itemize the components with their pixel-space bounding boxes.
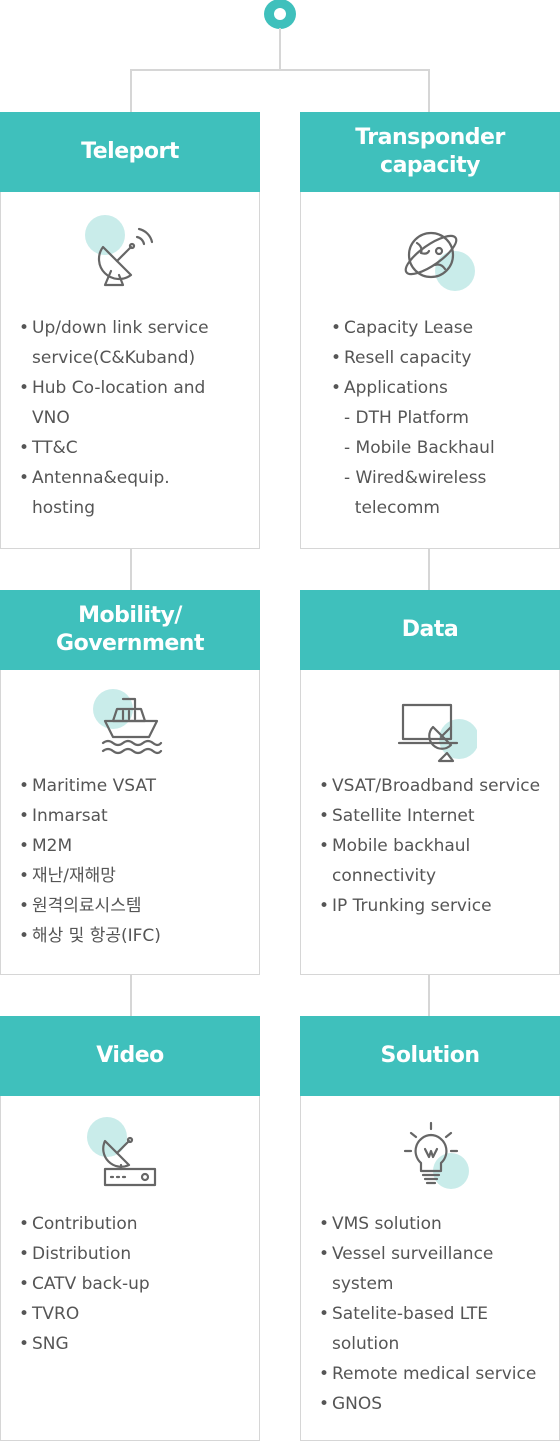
card-header: Solution	[300, 1016, 560, 1096]
list-item: TVRO	[19, 1299, 150, 1329]
mobility-item-list: Maritime VSAT Inmarsat M2M 재난/재해망 원격의료시스…	[19, 771, 161, 951]
connector-right-mid2	[428, 974, 430, 1017]
list-item: Contribution	[19, 1209, 150, 1239]
root-node-dot	[264, 0, 296, 29]
card-title: Mobility/ Government	[56, 603, 204, 656]
card-title: Transponder capacity	[355, 125, 505, 178]
list-item: Distribution	[19, 1239, 150, 1269]
list-item: M2M	[19, 831, 161, 861]
list-item: CATV back-up	[19, 1269, 150, 1299]
list-item: 해상 및 항공(IFC)	[19, 921, 161, 951]
connector-left-mid2	[130, 974, 132, 1017]
list-item: Mobile backhaul connectivity	[319, 831, 540, 891]
card-data: Data VSAT/Broadband service Satellite In…	[300, 590, 560, 975]
card-transponder: Transponder capacity Capacity Lease Rese…	[300, 112, 560, 549]
list-item: Satellite Internet	[319, 801, 540, 831]
connector-left-top	[130, 69, 132, 113]
list-item: Antenna&equip. hosting	[19, 463, 209, 523]
broadcast-receiver-icon	[87, 1115, 167, 1195]
list-item: Resell capacity	[331, 343, 495, 373]
card-header: Transponder capacity	[300, 112, 560, 192]
list-item: Capacity Lease	[331, 313, 495, 343]
list-item: Inmarsat	[19, 801, 161, 831]
card-title: Solution	[380, 1043, 481, 1068]
ship-icon	[91, 687, 171, 767]
list-item: VSAT/Broadband service	[319, 771, 540, 801]
list-item: Remote medical service	[319, 1359, 536, 1389]
data-item-list: VSAT/Broadband service Satellite Interne…	[319, 771, 540, 921]
list-item: IP Trunking service	[319, 891, 540, 921]
connector-root-vertical	[279, 28, 281, 70]
card-header: Teleport	[0, 112, 260, 192]
connector-right-mid1	[428, 548, 430, 591]
list-subitem: - Mobile Backhaul	[344, 438, 495, 458]
card-title: Data	[401, 617, 459, 642]
list-item: Satelite-based LTE solution	[319, 1299, 536, 1359]
list-item: Maritime VSAT	[19, 771, 161, 801]
lightbulb-icon	[397, 1115, 477, 1195]
list-item: 원격의료시스템	[19, 891, 161, 921]
card-teleport: Teleport Up/down link service service(C&…	[0, 112, 260, 549]
connector-right-top	[428, 69, 430, 113]
list-item: 재난/재해망	[19, 861, 161, 891]
list-item: TT&C	[19, 433, 209, 463]
card-title: Teleport	[81, 139, 179, 164]
list-item: Up/down link service service(C&Kuband)	[19, 313, 209, 373]
card-mobility: Mobility/ Government Maritime VSAT Inmar…	[0, 590, 260, 975]
list-subitem: - DTH Platform	[344, 408, 469, 428]
list-subitem: telecomm	[344, 498, 440, 518]
globe-satellite-icon	[397, 213, 477, 293]
list-item: Hub Co-location and VNO	[19, 373, 209, 433]
satellite-dish-icon	[83, 213, 163, 293]
list-item: VMS solution	[319, 1209, 536, 1239]
card-header: Data	[300, 590, 560, 670]
list-item: SNG	[19, 1329, 150, 1359]
laptop-satellite-icon	[397, 687, 477, 767]
teleport-item-list: Up/down link service service(C&Kuband) H…	[19, 313, 209, 523]
connector-horizontal	[130, 69, 430, 71]
list-item: GNOS	[319, 1389, 536, 1419]
connector-left-mid1	[130, 548, 132, 591]
card-title: Video	[96, 1043, 164, 1068]
list-item: Applications	[331, 373, 495, 403]
video-item-list: Contribution Distribution CATV back-up T…	[19, 1209, 150, 1359]
card-solution: Solution VMS solution Vessel surveillanc…	[300, 1016, 560, 1441]
card-video: Video Contribution Distribution CATV bac…	[0, 1016, 260, 1441]
card-header: Video	[0, 1016, 260, 1096]
list-subitem: - Wired&wireless	[344, 468, 487, 488]
transponder-item-list: Capacity Lease Resell capacity Applicati…	[331, 313, 495, 523]
list-item: Vessel surveillance system	[319, 1239, 536, 1299]
solution-item-list: VMS solution Vessel surveillance system …	[319, 1209, 536, 1419]
card-header: Mobility/ Government	[0, 590, 260, 670]
